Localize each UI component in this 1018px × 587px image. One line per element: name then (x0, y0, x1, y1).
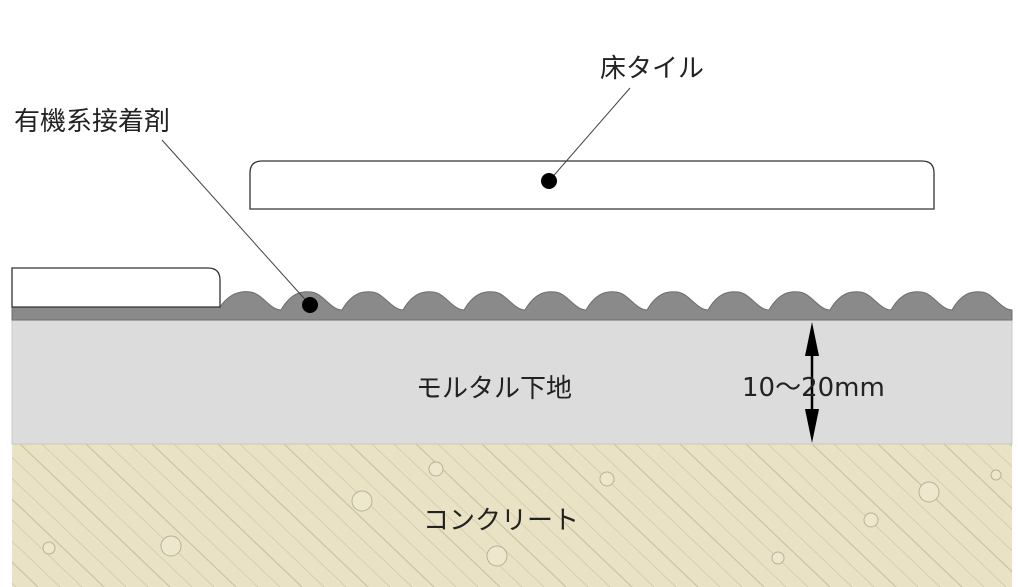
concrete-hatch-line (613, 444, 765, 587)
mortar-layer (11, 319, 1013, 445)
concrete-aggregate (351, 490, 373, 512)
concrete-hatch-line (459, 444, 611, 587)
concrete-hatch-line (767, 444, 919, 587)
concrete-aggregate (863, 512, 879, 528)
concrete-hatch-line (283, 444, 435, 587)
concrete-aggregate (771, 551, 785, 565)
floor-tile-label: 床タイル (600, 54, 704, 84)
concrete-hatch-line (437, 444, 589, 587)
concrete-hatch-line (635, 444, 787, 587)
concrete-hatch-line (569, 444, 721, 587)
concrete-hatch-line (19, 444, 171, 587)
concrete-hatch-line (12, 561, 39, 587)
concrete-hatch-line (327, 444, 479, 587)
concrete-hatch-line (173, 444, 325, 587)
placed-floor-tile (11, 267, 221, 308)
concrete-pattern (12, 444, 1012, 587)
concrete-aggregate (428, 461, 444, 477)
concrete-hatch-line (877, 444, 1012, 573)
adhesive-layer (11, 291, 1013, 321)
thickness-dimension-arrow (805, 322, 819, 443)
concrete-hatch-line (41, 444, 193, 587)
concrete-hatch-line (547, 444, 699, 587)
concrete-hatch-line (525, 444, 677, 587)
concrete-hatch-line (811, 444, 963, 587)
concrete-layer (12, 444, 1012, 587)
concrete-aggregate (599, 471, 615, 487)
concrete-hatch-line (701, 444, 853, 587)
concrete-hatch-line (151, 444, 303, 587)
concrete-hatch-line (12, 519, 83, 587)
concrete-hatch-line (723, 444, 875, 587)
concrete-hatch-line (63, 444, 215, 587)
concrete-aggregate (990, 469, 1002, 481)
concrete-hatch-line (217, 444, 369, 587)
concrete-hatch-line (921, 444, 1012, 531)
concrete-hatch-line (85, 444, 237, 587)
concrete-hatch-line (12, 477, 127, 587)
concrete-hatch-line (899, 444, 1012, 552)
concrete-hatch-line (107, 444, 259, 587)
concrete-hatch-line (393, 444, 545, 587)
concrete-hatch-line (503, 444, 655, 587)
concrete-aggregate (918, 481, 940, 503)
concrete-hatch-line (261, 444, 413, 587)
adhesive-label: 有機系接着剤 (14, 107, 170, 137)
adhesive-marker-dot (302, 297, 318, 313)
concrete-aggregate (42, 541, 56, 555)
concrete-hatch-line (679, 444, 831, 587)
concrete-hatch-line (195, 444, 347, 587)
concrete-hatch-line (349, 444, 501, 587)
concrete-hatch-line (833, 444, 985, 587)
tile-marker-dot (541, 173, 557, 189)
concrete-label: コンクリート (423, 506, 579, 536)
concrete-hatch-line (943, 444, 1012, 510)
concrete-hatch-line (239, 444, 391, 587)
concrete-hatch-line (965, 444, 1012, 489)
concrete-aggregate (160, 535, 182, 557)
concrete-hatch-line (855, 444, 1007, 587)
adhesive-leader-line (161, 139, 311, 306)
mortar-label: モルタル下地 (416, 374, 572, 404)
concrete-hatch-line (305, 444, 457, 587)
concrete-hatch-line (745, 444, 897, 587)
concrete-hatch-line (657, 444, 809, 587)
thickness-label: 10～20mm (742, 373, 885, 403)
tile-leader-line (548, 87, 631, 182)
concrete-hatch-line (591, 444, 743, 587)
concrete-aggregate (486, 545, 508, 567)
concrete-hatch-line (12, 498, 105, 587)
concrete-hatch-line (129, 444, 281, 587)
concrete-hatch-line (12, 456, 149, 587)
concrete-hatch-line (12, 540, 61, 587)
floor-tile (249, 160, 935, 210)
concrete-hatch-line (481, 444, 633, 587)
